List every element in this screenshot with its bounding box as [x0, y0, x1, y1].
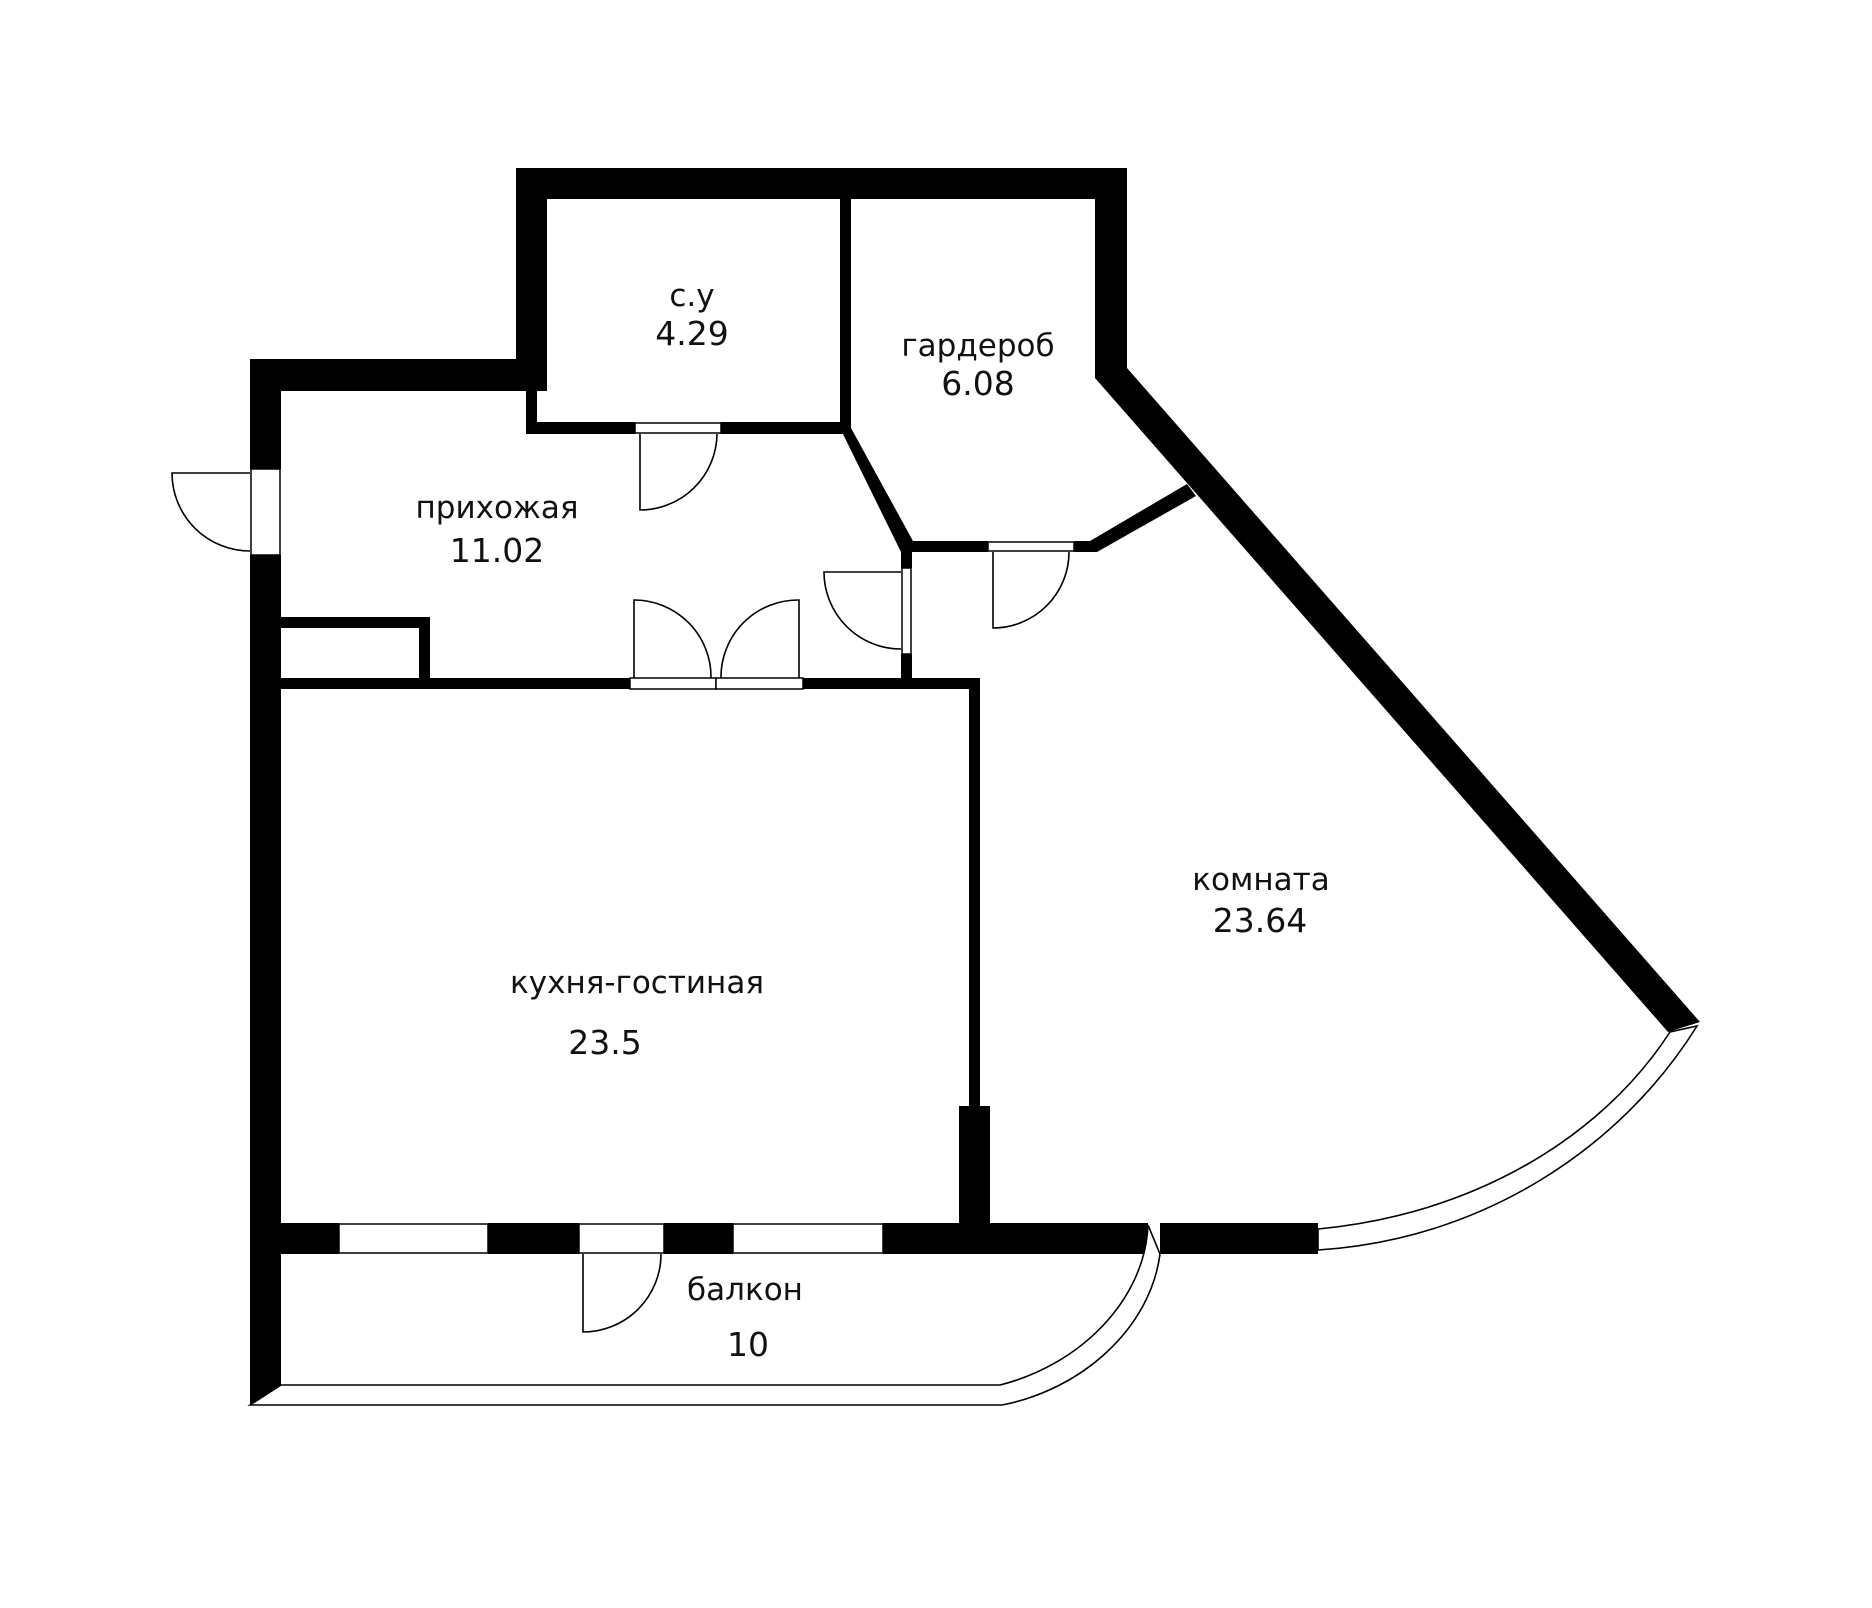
balcony-door-swing-icon: [582, 1253, 662, 1333]
wall-upper-left: [516, 168, 547, 391]
wall-hall-kitchen-a: [281, 678, 630, 689]
wall-bath-left: [526, 391, 537, 434]
kitchen-double-door-right[interactable]: [715, 677, 804, 690]
wall-left-lower: [250, 555, 281, 1405]
wall-bath-wardrobe: [840, 199, 851, 434]
wall-room-bottom-b: [1160, 1223, 1318, 1254]
room-labels: с.у 4.29 гардероб 6.08 прихожая 11.02 ку…: [416, 278, 1330, 1364]
wall-niche-top: [281, 617, 430, 628]
doors: [171, 422, 1075, 1333]
balcony-outline: [247, 1224, 1161, 1406]
balcony-railing: [247, 1224, 1161, 1406]
wall-kitchen-bottom-4: [883, 1223, 990, 1254]
bathroom-door-opening[interactable]: [634, 422, 722, 434]
kitchen-door-right-swing-icon: [720, 599, 800, 679]
wall-left-upper: [250, 359, 281, 469]
wall-wardrobe-bottom-b: [1074, 541, 1097, 552]
room-door-swing-icon: [823, 571, 902, 650]
window-kitchen-1: [338, 1223, 489, 1254]
wall-room-diagonal: [1095, 368, 1700, 1032]
wall-wardrobe-bottom-a: [901, 541, 988, 552]
wall-wardrobe-angled: [840, 428, 913, 552]
entrance-door-opening[interactable]: [250, 468, 281, 556]
wall-kitchen-room-thin: [969, 678, 980, 1108]
wall-niche-right: [419, 617, 430, 689]
windows: [338, 1024, 1699, 1254]
wall-top: [516, 168, 1127, 199]
walls: [250, 168, 1700, 1405]
room-door-opening[interactable]: [901, 567, 912, 655]
bathroom-name: с.у: [669, 278, 714, 314]
wardrobe-name: гардероб: [901, 328, 1054, 364]
balcony-area: 10: [727, 1325, 769, 1364]
kitchen-door-left-swing-icon: [633, 599, 712, 679]
wall-room-bottom-a: [990, 1223, 1148, 1254]
balcony-name: балкон: [687, 1272, 803, 1308]
window-kitchen-2: [732, 1223, 884, 1254]
wall-hall-room-a: [901, 541, 912, 568]
wall-bath-bottom-b: [721, 422, 851, 434]
entrance-door-swing-icon: [171, 472, 251, 552]
wall-bath-bottom-a: [526, 422, 635, 434]
wall-kitchen-bottom-1: [281, 1223, 339, 1254]
bathroom-area: 4.29: [655, 314, 728, 353]
wall-kitchen-bottom-2: [488, 1223, 579, 1254]
wall-hall-kitchen-b: [803, 678, 980, 689]
kitchen-double-door-left[interactable]: [629, 677, 717, 690]
hallway-area: 11.02: [450, 531, 544, 570]
kitchen-living-area: 23.5: [568, 1023, 641, 1062]
room-area: 23.64: [1213, 901, 1307, 940]
wall-hall-room-b: [901, 654, 912, 689]
bathroom-door-swing-icon: [639, 433, 718, 511]
wall-wardrobe-right: [1095, 168, 1127, 378]
window-room-curved: [1317, 1024, 1699, 1251]
wardrobe-area: 6.08: [941, 364, 1014, 403]
wardrobe-door-opening[interactable]: [987, 541, 1075, 552]
balcony-door-opening[interactable]: [578, 1223, 665, 1254]
room-name: комната: [1192, 862, 1329, 898]
hallway-name: прихожая: [416, 490, 579, 526]
kitchen-living-name: кухня-гостиная: [510, 965, 764, 1001]
wall-wardrobe-diag: [1090, 484, 1196, 552]
wall-kitchen-bottom-3: [664, 1223, 733, 1254]
wardrobe-door-swing-icon: [992, 551, 1070, 629]
wall-hall-top: [250, 359, 547, 391]
